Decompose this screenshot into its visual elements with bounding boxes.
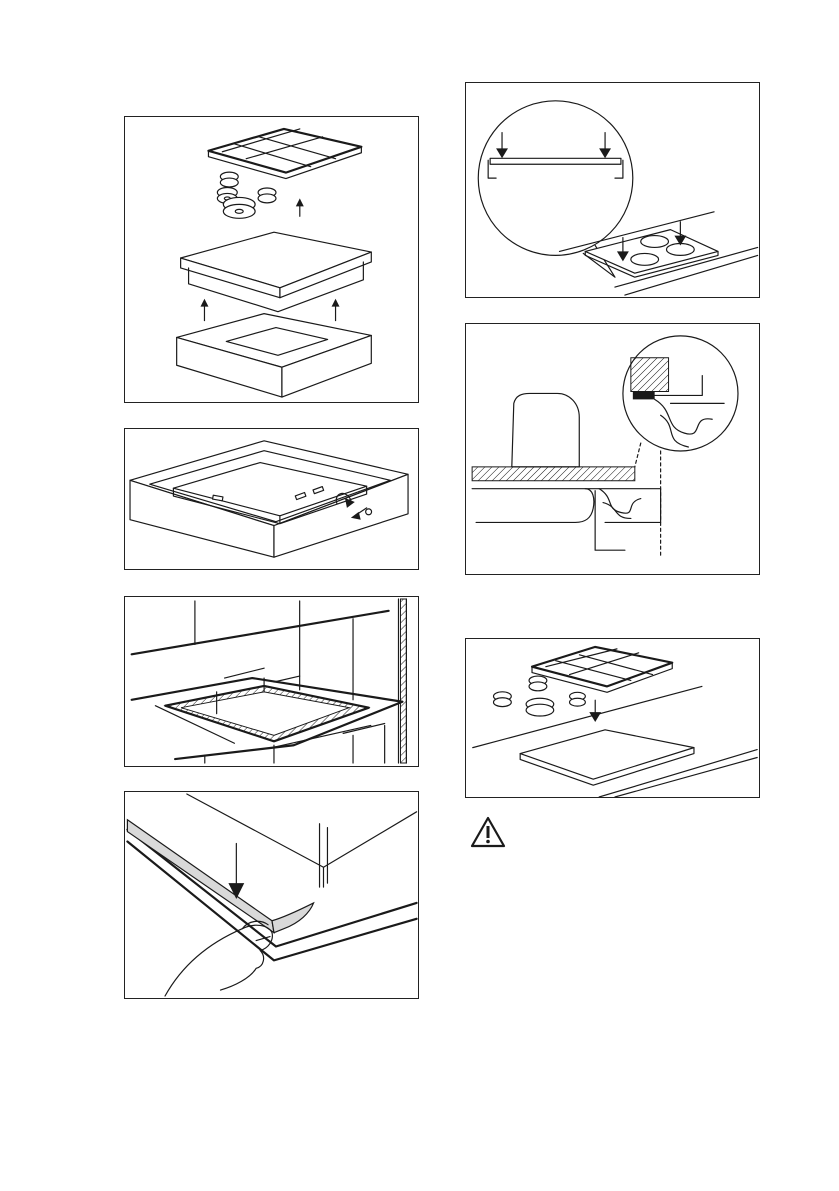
worktop-cutout-dimensions-illustration xyxy=(124,596,419,767)
hob-top-plate xyxy=(181,232,372,311)
hob-placement-illustration xyxy=(465,638,760,798)
worktop-section-detail-illustration xyxy=(465,323,760,575)
pan-support-grid xyxy=(208,129,361,179)
pan-support-grid xyxy=(532,647,672,692)
warning-triangle-icon xyxy=(470,815,506,849)
seal-strip-application-illustration xyxy=(124,791,419,999)
cabinet-box xyxy=(177,314,372,397)
burner-caps xyxy=(217,172,276,218)
hob-exploded-assembly-illustration xyxy=(124,116,419,403)
hob-in-cabinet-fixing-illustration xyxy=(124,428,419,570)
hob-press-down-detail-illustration xyxy=(465,82,760,298)
